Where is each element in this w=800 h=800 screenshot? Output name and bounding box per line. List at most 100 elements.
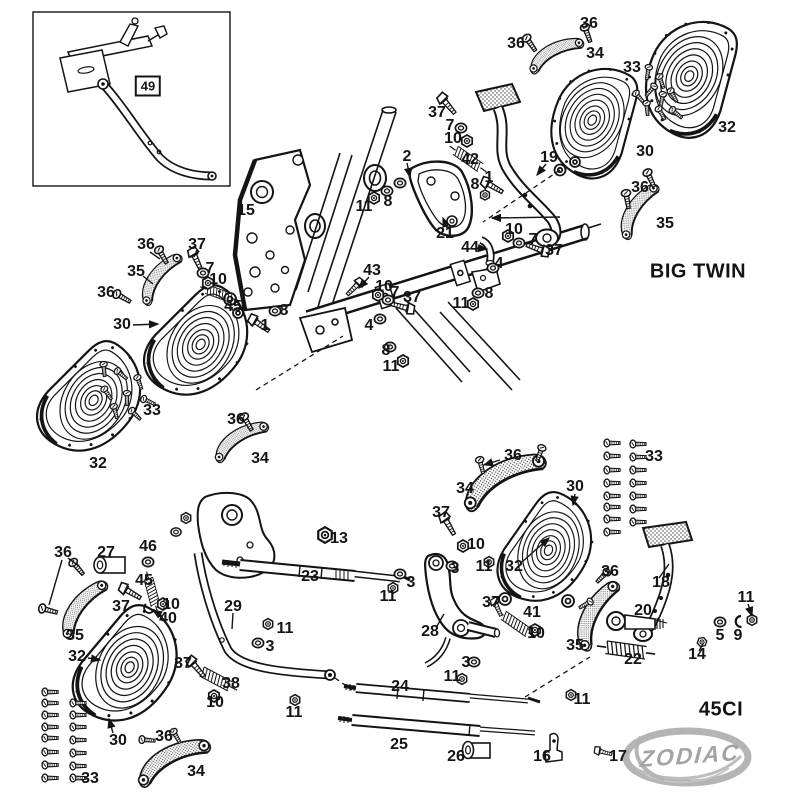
part-callout: 36 (601, 563, 619, 580)
part-callout: 11 (443, 668, 461, 685)
part-callout: 35 (66, 627, 84, 644)
mount-bracket-15 (232, 148, 312, 312)
part-callout: 36 (507, 35, 525, 52)
part-callout: 36 (155, 728, 173, 745)
part-callout: 11 (285, 704, 303, 721)
part-callout: 16 (533, 748, 551, 765)
part-callout: 36 (580, 15, 598, 32)
part-callout: 10 (527, 625, 545, 642)
part-callout: 18 (652, 574, 670, 591)
part-callout: 25 (390, 736, 408, 753)
part-callout: 19 (540, 149, 558, 166)
part-callout: 33 (623, 59, 641, 76)
arm-29 (193, 491, 336, 681)
part-callout: 40 (159, 610, 177, 627)
part-callout: 21 (436, 225, 454, 242)
part-callout: 37 (482, 594, 500, 611)
spacer-27 (93, 556, 126, 574)
barrel-nut-26 (461, 740, 491, 760)
part-callout: 3 (450, 560, 460, 577)
part-callout: 23 (301, 568, 319, 585)
inset-art (32, 11, 231, 187)
part-callout: 13 (330, 530, 348, 547)
part-callout: 45 (135, 572, 153, 589)
part-callout: 10 (444, 130, 462, 147)
support-arm-34-top (525, 35, 589, 76)
part-callout: 30 (113, 316, 131, 333)
dashed-lines (255, 169, 591, 698)
part-callout: 32 (718, 119, 736, 136)
section-label-45ci: 45CI (698, 698, 744, 721)
part-callout: 7 (528, 231, 538, 248)
part-callout: 32 (89, 455, 107, 472)
part-callout: 4 (364, 317, 374, 334)
clip-9 (734, 614, 742, 629)
part-callout: 11 (452, 295, 470, 312)
part-callout: 26 (447, 748, 465, 765)
brake-pedal-19 (474, 82, 562, 248)
part-callout: 37 (403, 289, 421, 306)
part-callout: 34 (586, 45, 604, 62)
part-callout: 3 (461, 654, 471, 671)
part-callout: 41 (523, 604, 541, 621)
part-callout: 24 (391, 678, 409, 695)
part-callout: 4 (494, 255, 504, 272)
part-callout: 2 (402, 148, 412, 165)
part-callout: 37 (188, 236, 206, 253)
part-callout: 36 (137, 236, 155, 253)
part-callout: 20 (634, 602, 652, 619)
part-callout: 11 (382, 358, 400, 375)
part-callout: 32 (68, 648, 86, 665)
part-callout: 28 (421, 623, 439, 640)
rod-24 (343, 683, 541, 704)
clevis-16 (544, 732, 563, 763)
part-callout: 29 (224, 598, 242, 615)
part-callout: 3 (406, 574, 416, 591)
part-callout: 8 (470, 176, 480, 193)
rod-23 (221, 559, 411, 583)
rod-25 (337, 714, 536, 737)
part-callout: 30 (566, 478, 584, 495)
part-callout: 33 (143, 402, 161, 419)
part-callout: 10 (206, 694, 224, 711)
part-callout: 45 (224, 298, 242, 315)
part-callout: 1 (484, 169, 494, 186)
part-callout: 35 (566, 637, 584, 654)
part-callout: 7 (445, 117, 455, 134)
part-callout: 8 (279, 302, 289, 319)
part-callout: 34 (251, 450, 269, 467)
footboard-clamps (223, 156, 581, 608)
part-callout: 15 (237, 202, 255, 219)
part-callout: 8 (383, 193, 393, 210)
bracket-29-hw (170, 511, 192, 537)
part-callout: 11 (475, 558, 493, 575)
part-callout: 36 (504, 447, 522, 464)
section-label-big-twin: BIG TWIN (649, 260, 747, 283)
part-callout: 10 (375, 278, 393, 295)
part-callout: 22 (624, 651, 642, 668)
part-callout: 46 (139, 538, 157, 555)
part-callout: 7 (205, 260, 215, 277)
part-callout: 36 (631, 179, 649, 196)
part-callout: 3 (265, 638, 275, 655)
part-callout: 34 (456, 480, 474, 497)
part-callout: 11 (379, 588, 397, 605)
pivot-bolt-20 (606, 611, 668, 631)
part-callout: 37 (112, 598, 130, 615)
part-callout: 10 (467, 536, 485, 553)
part-callout: 34 (187, 763, 205, 780)
part-callout: 27 (97, 544, 115, 561)
part-callout: 8 (381, 342, 391, 359)
part-callout: 5 (715, 627, 725, 644)
zodiac-logo (622, 727, 752, 787)
part-callout: 8 (484, 285, 494, 302)
leader-lines (48, 162, 754, 734)
part-callout: 36 (54, 544, 72, 561)
part-callout: 11 (737, 589, 755, 606)
part-callout: 1 (260, 317, 270, 334)
part-callout: 10 (505, 221, 523, 238)
inset-part-number: 49 (134, 75, 162, 97)
part-callout: 43 (363, 262, 381, 279)
part-callout: 9 (733, 627, 743, 644)
